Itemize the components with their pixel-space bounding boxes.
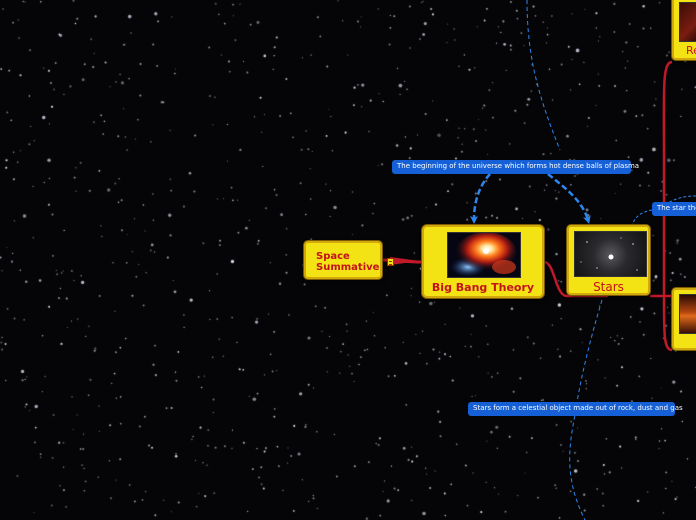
relationship-label-big-bang-stars[interactable]: The beginning of the universe which form… [392,160,639,174]
stars-node[interactable]: Stars [567,225,650,295]
connector-root-stars [543,260,608,298]
connector-tip [390,257,420,265]
galaxy-collision-image [447,232,521,278]
relationship-curve-right [547,173,591,224]
relationship-curve-left [470,173,491,224]
space-summative-label: Space Summative [316,251,380,273]
partial-node-image [679,2,696,42]
partial-node-image-sun [679,294,696,334]
partial-node-title: Re [686,44,696,57]
stars-title: Stars [593,280,624,294]
space-summative-node[interactable]: Space Summative [304,241,394,279]
relationship-label-stars-right[interactable]: The star the [652,202,696,216]
partial-node-top-right[interactable]: Re [672,0,696,60]
starfield-image [574,231,647,277]
connector-trunk [662,60,673,352]
big-bang-theory-node[interactable]: Big Bang Theory [422,225,544,298]
relationship-curve-bottom [569,299,603,520]
relationship-curve-top [526,0,561,151]
big-bang-theory-title: Big Bang Theory [431,281,535,294]
note-icon[interactable] [387,258,394,266]
partial-node-mid-right[interactable] [672,288,696,350]
relationship-curve-stars-right [631,209,653,227]
relationship-label-stars-bottom[interactable]: Stars form a celestial object made out o… [468,402,683,416]
